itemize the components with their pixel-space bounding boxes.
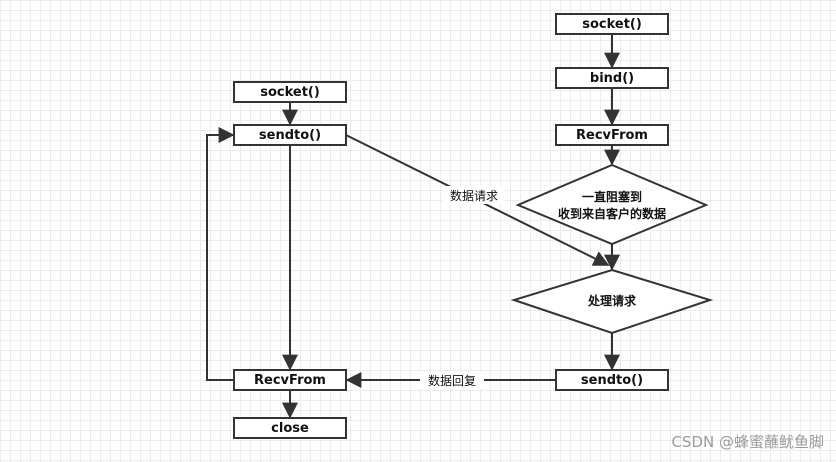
server-block-decision: 一直阻塞到 收到来自客户的数据	[515, 163, 709, 246]
server-socket-node: socket()	[555, 13, 669, 35]
server-socket-label: socket()	[582, 17, 642, 32]
server-bind-label: bind()	[590, 71, 634, 86]
server-sendto-node: sendto()	[555, 369, 669, 391]
server-process-label: 处理请求	[587, 293, 637, 308]
server-block-label-line1: 一直阻塞到	[582, 189, 642, 204]
server-recvfrom-node: RecvFrom	[555, 124, 669, 146]
client-sendto-label: sendto()	[259, 128, 321, 143]
edge-data-request-label: 数据请求	[450, 188, 498, 203]
watermark: CSDN @蜂蜜蘸鱿鱼脚	[671, 433, 824, 451]
edge-data-reply-label-group: 数据回复	[420, 372, 484, 389]
client-sendto-node: sendto()	[233, 124, 347, 146]
server-bind-node: bind()	[555, 67, 669, 89]
server-process-decision: 处理请求	[510, 268, 714, 335]
edge-data-request-label-group: 数据请求	[443, 186, 505, 204]
client-socket-label: socket()	[260, 85, 320, 100]
server-block-label-line2: 收到来自客户的数据	[558, 206, 666, 221]
client-recvfrom-label: RecvFrom	[254, 373, 326, 388]
edge-client-loop-back	[206, 127, 235, 381]
server-recvfrom-label: RecvFrom	[576, 128, 648, 143]
client-close-node: close	[233, 417, 347, 439]
client-socket-node: socket()	[233, 81, 347, 103]
client-recvfrom-node: RecvFrom	[233, 369, 347, 391]
edge-data-reply-label: 数据回复	[428, 373, 476, 388]
client-close-label: close	[271, 421, 309, 436]
server-sendto-label: sendto()	[581, 373, 643, 388]
